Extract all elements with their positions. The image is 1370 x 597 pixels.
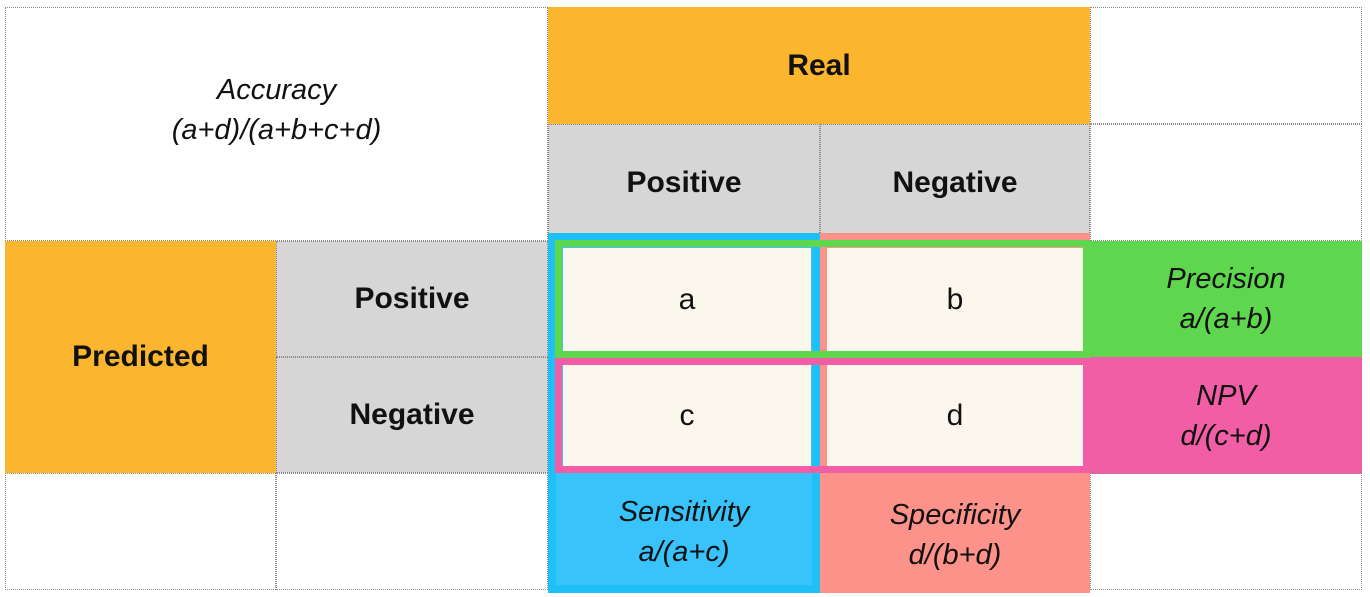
real-header: Real: [548, 7, 1090, 124]
predicted-title: Predicted: [72, 340, 209, 373]
precision-label: Precision: [1166, 263, 1286, 295]
real-negative-label: Negative: [892, 165, 1018, 199]
specificity-formula: d/(b+d): [908, 538, 1002, 571]
top-right-empty-cell: [1090, 7, 1362, 124]
predicted-positive-header: Positive: [276, 241, 548, 357]
predicted-positive-label: Positive: [354, 282, 470, 315]
cell-c: c: [563, 365, 811, 466]
cell-a: a: [563, 248, 811, 351]
sensitivity-formula: a/(a+c): [638, 536, 730, 568]
specificity-cell: Specificity d/(b+d): [820, 473, 1090, 590]
sensitivity-label: Sensitivity: [618, 496, 750, 528]
cell-a-value: a: [678, 282, 696, 316]
precision-formula: a/(a+b): [1179, 303, 1273, 335]
cell-c-value: c: [679, 398, 695, 432]
real-title: Real: [787, 48, 851, 82]
precision-cell: Precision a/(a+b): [1090, 241, 1362, 357]
bottom-left-empty-cell: [5, 473, 276, 590]
bottom-second-empty-cell: [276, 473, 548, 590]
accuracy-formula: (a+d)/(a+b+c+d): [171, 114, 382, 146]
npv-label: NPV: [1196, 379, 1256, 412]
cell-b-value: b: [946, 282, 964, 316]
npv-cell: NPV d/(c+d): [1090, 357, 1362, 474]
real-negative-header: Negative: [820, 124, 1090, 241]
sensitivity-cell: Sensitivity a/(a+c): [556, 473, 812, 585]
right-empty-cell: [1090, 124, 1362, 241]
real-positive-label: Positive: [626, 165, 742, 199]
bottom-right-empty-cell: [1090, 473, 1362, 590]
npv-formula: d/(c+d): [1180, 419, 1272, 452]
accuracy-cell: Accuracy (a+d)/(a+b+c+d): [5, 7, 548, 241]
predicted-negative-header: Negative: [276, 357, 548, 473]
cell-d-value: d: [946, 398, 964, 432]
cell-d: d: [827, 365, 1083, 466]
real-positive-header: Positive: [548, 124, 820, 241]
accuracy-label: Accuracy: [216, 74, 337, 106]
specificity-label: Specificity: [889, 498, 1021, 531]
cell-b: b: [827, 248, 1083, 351]
predicted-negative-label: Negative: [349, 398, 475, 431]
predicted-header: Predicted: [5, 241, 276, 473]
